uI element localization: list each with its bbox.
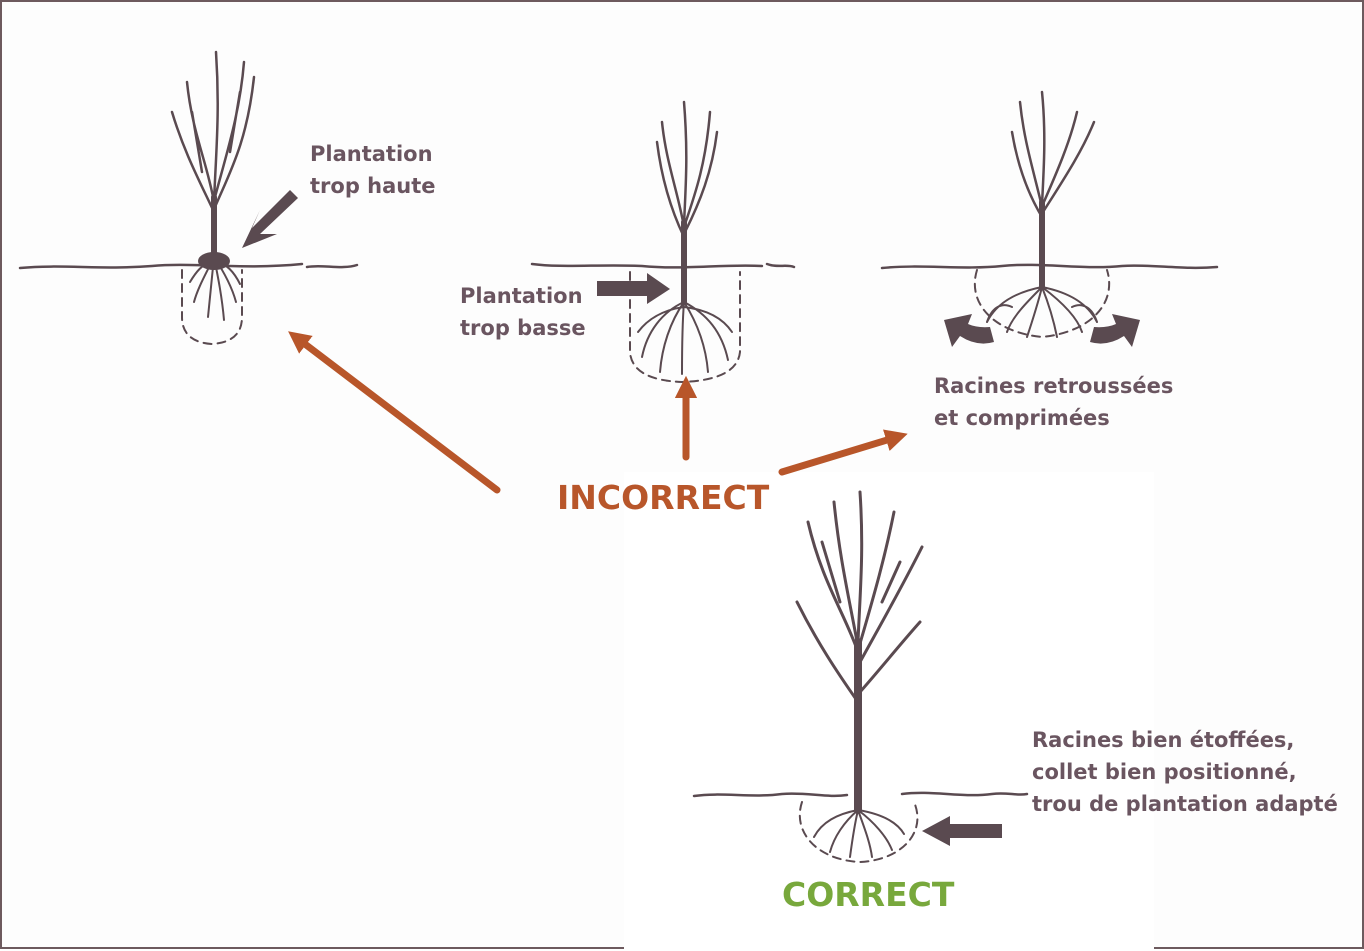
ground-line — [532, 264, 794, 267]
tree-roots-bent — [882, 92, 1217, 337]
ground-line — [882, 265, 1217, 268]
too-low-label-line2: trop basse — [460, 313, 586, 343]
too-low-label-line1: Plantation — [460, 281, 583, 311]
incorrect-heading: INCORRECT — [557, 478, 769, 518]
correct-heading: CORRECT — [782, 875, 954, 915]
too-high-label-line2: trop haute — [310, 171, 436, 201]
roots-bent-label-line2: et comprimées — [934, 403, 1110, 433]
incorrect-arrow-to-too-high — [297, 338, 497, 490]
correct-label-line3: trou de plantation adapté — [1032, 789, 1338, 819]
roots-right-arrow — [1090, 314, 1140, 347]
too-low-pointer-arrow — [597, 273, 670, 304]
too-high-pointer-arrow — [242, 190, 298, 248]
too-high-label-line1: Plantation — [310, 139, 433, 169]
correct-label-line2: collet bien positionné, — [1032, 757, 1297, 787]
roots-left-arrow — [944, 314, 994, 347]
incorrect-arrow-to-roots-bent — [782, 437, 897, 472]
ground-line — [20, 264, 357, 268]
tree-too-high — [20, 52, 357, 344]
correct-label-line1: Racines bien étoffées, — [1032, 725, 1294, 755]
roots-bent-label-line1: Racines retroussées — [934, 371, 1173, 401]
